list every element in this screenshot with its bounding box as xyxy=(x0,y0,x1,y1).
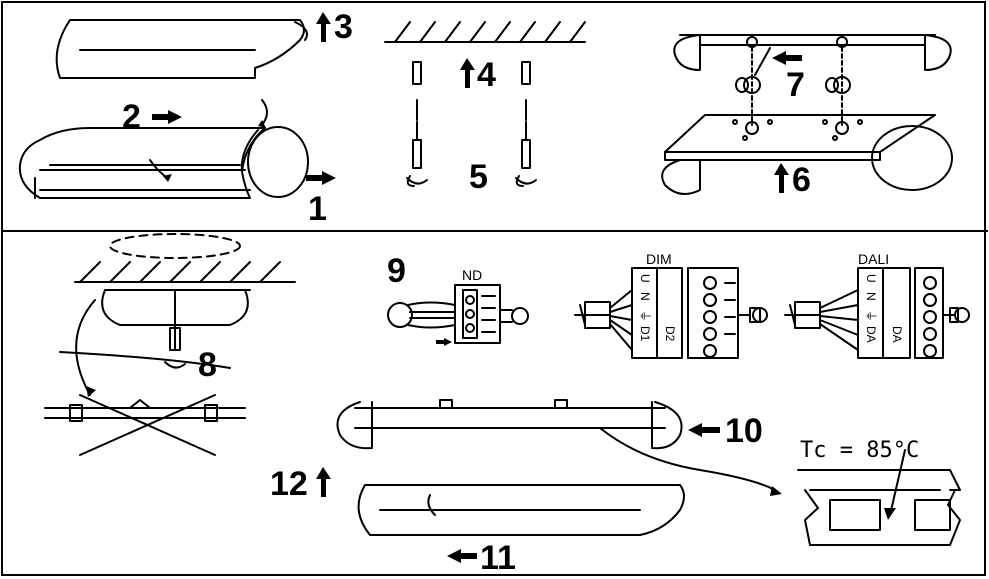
dali-terminal-label: DA xyxy=(864,326,878,343)
arrow-up-icon xyxy=(774,163,789,193)
step-number-11: 11 xyxy=(480,539,516,577)
dim-terminal-label: ⏚ xyxy=(638,310,652,323)
dali-terminal-label: DA xyxy=(890,326,904,343)
dali-terminal-label: U xyxy=(864,274,878,283)
tc-label-detail-drawing xyxy=(797,449,961,546)
step-number-5: 5 xyxy=(469,158,488,196)
dim-label: DIM xyxy=(646,251,672,267)
temperature-label: Tc = 85°C xyxy=(800,438,920,463)
arrow-left-icon xyxy=(772,51,802,65)
ceiling-mount-drawing xyxy=(44,233,296,456)
arrow-right-icon xyxy=(152,110,182,124)
dali-terminal-label: ⏚ xyxy=(864,310,878,323)
nd-connector-drawing xyxy=(387,284,529,344)
step-number-2: 2 xyxy=(122,98,141,136)
nd-label: ND xyxy=(462,267,483,283)
arrow-left-icon xyxy=(447,549,477,563)
dim-terminal-label: U xyxy=(638,274,652,283)
dim-terminal-label: D2 xyxy=(663,326,677,342)
arrow-up-icon xyxy=(316,467,331,497)
diffuser-drawing xyxy=(357,484,685,536)
step-number-7: 7 xyxy=(786,66,805,104)
dali-terminal-label: N xyxy=(864,292,878,301)
cover-diffuser-drawing xyxy=(55,19,308,79)
dali-label: DALI xyxy=(858,251,890,267)
fixture-housing-drawing xyxy=(18,99,309,199)
step-number-12: 12 xyxy=(270,465,308,503)
assembled-fixture-drawing xyxy=(336,399,782,496)
mounting-plate-drawing xyxy=(661,34,953,195)
ceiling-anchors-drawing xyxy=(384,21,586,187)
arrow-up-icon xyxy=(316,12,331,42)
dali-connector-drawing xyxy=(784,267,970,359)
arrow-left-icon xyxy=(688,423,720,437)
section-divider xyxy=(1,230,988,232)
step-number-10: 10 xyxy=(725,412,763,450)
step-number-6: 6 xyxy=(792,161,811,199)
dim-terminal-label: N xyxy=(638,292,652,301)
dim-connector-drawing xyxy=(574,267,768,359)
dim-terminal-label: D1 xyxy=(638,326,652,342)
arrow-right-icon xyxy=(436,338,452,346)
arrow-right-icon xyxy=(306,171,336,185)
step-number-8: 8 xyxy=(198,346,217,384)
step-number-9: 9 xyxy=(387,252,406,290)
arrow-up-icon xyxy=(460,58,475,88)
step-number-4: 4 xyxy=(477,56,496,94)
step-number-1: 1 xyxy=(308,190,327,228)
step-number-3: 3 xyxy=(334,8,353,46)
